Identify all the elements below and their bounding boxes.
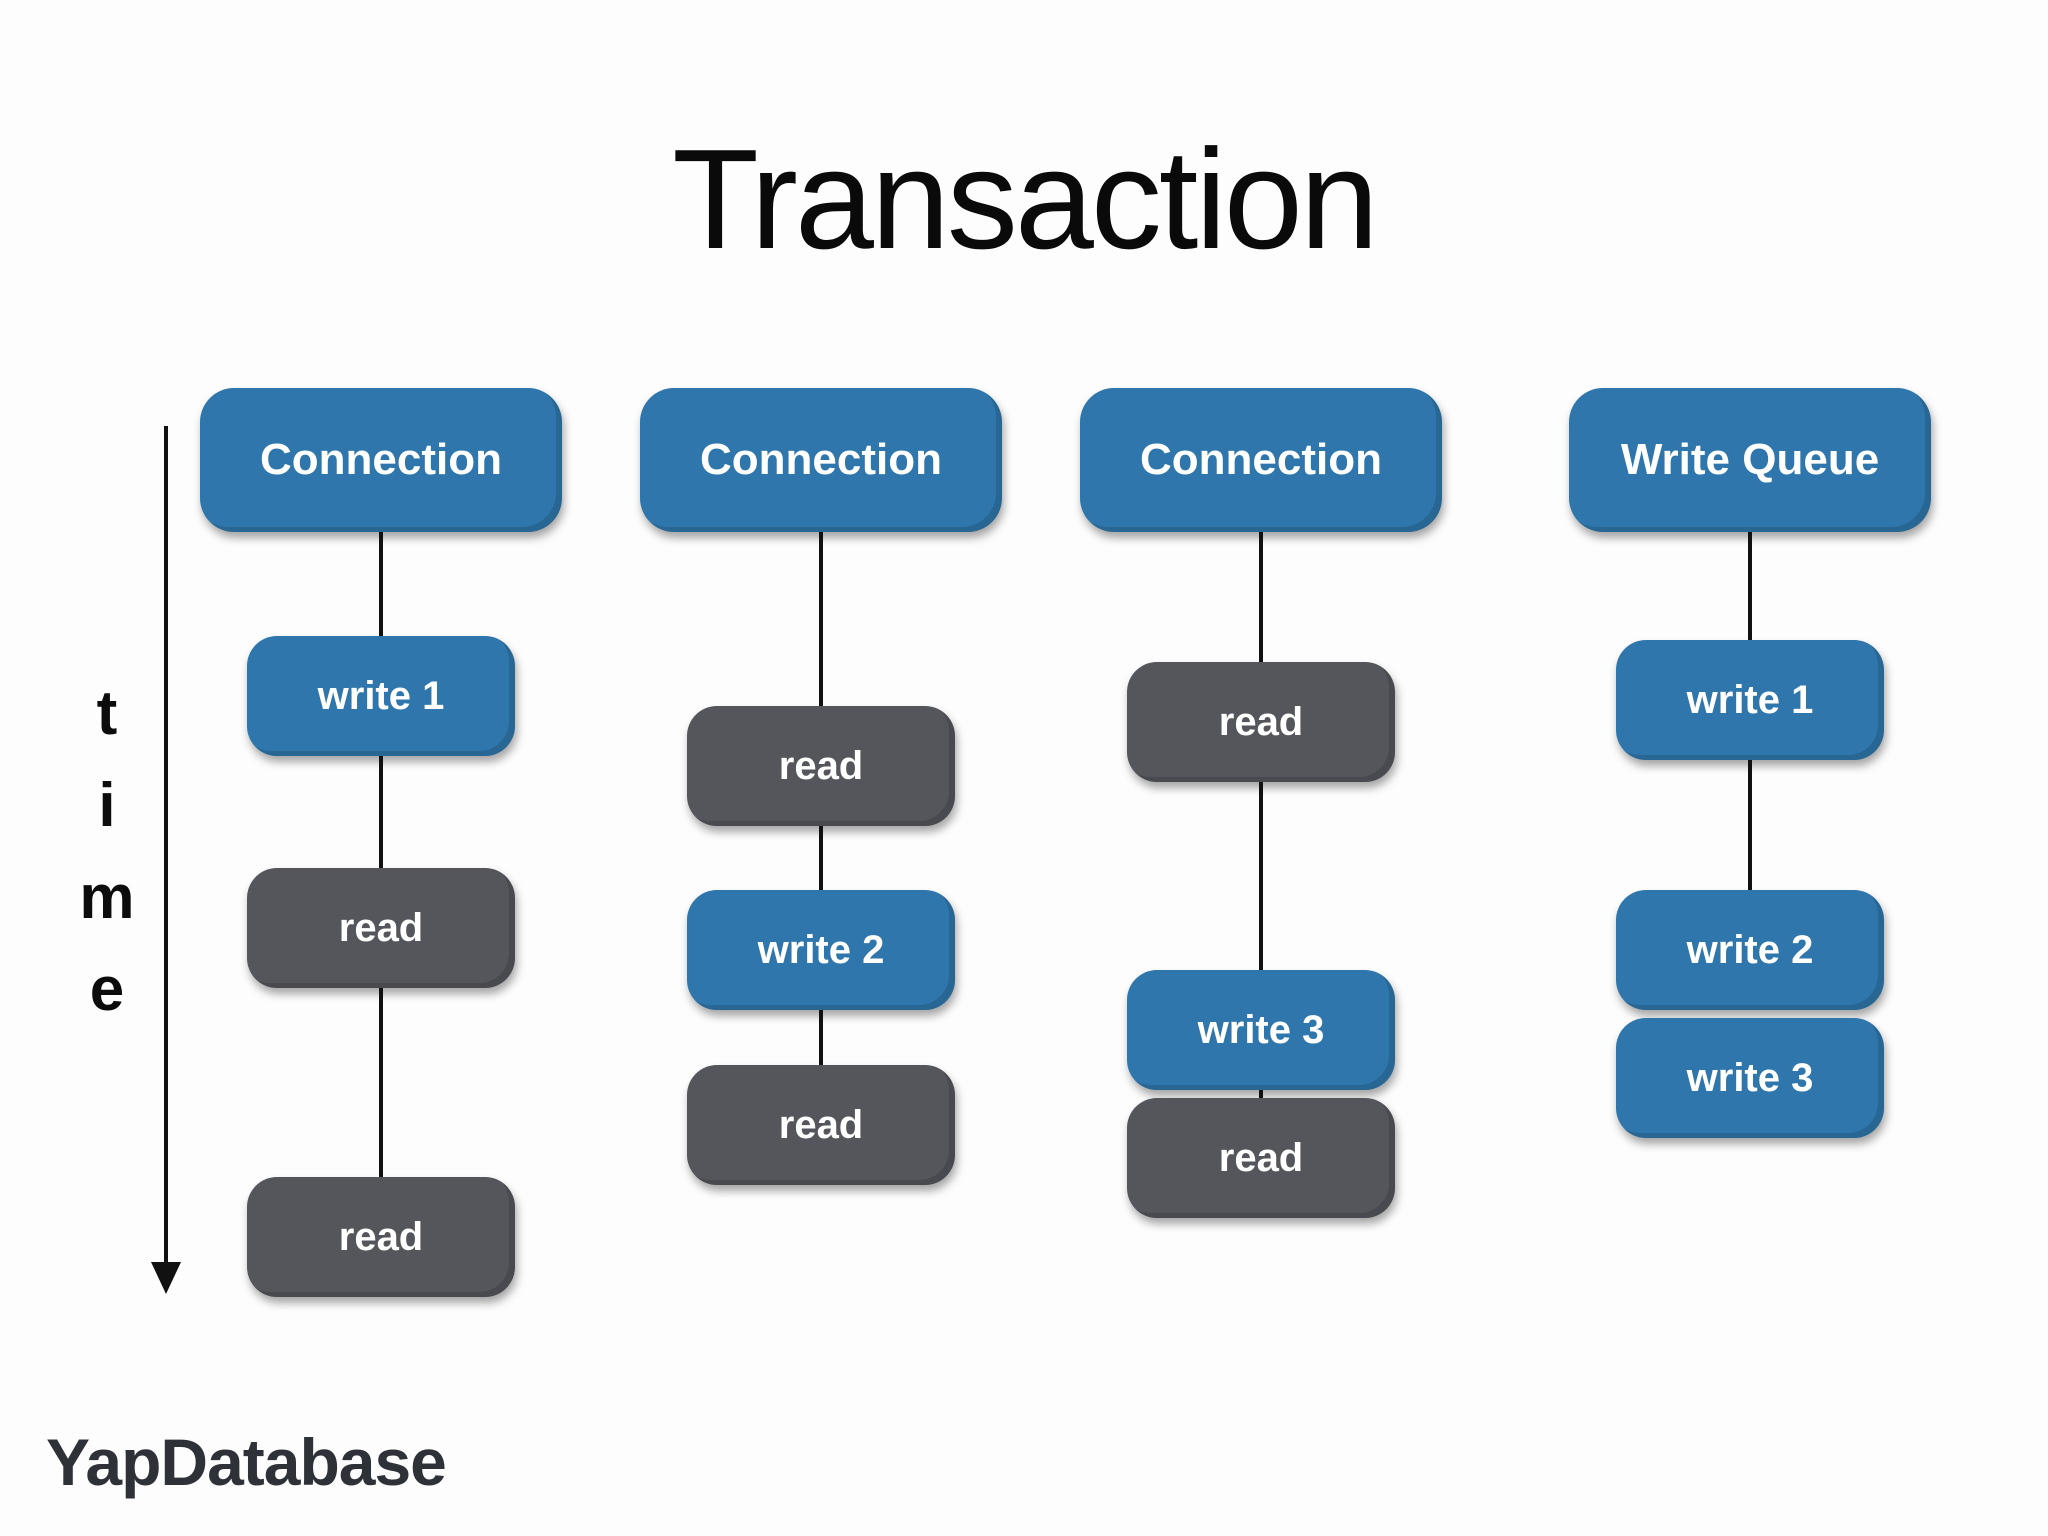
connection-1-read-box: read [247, 868, 515, 988]
connection-3-header: Connection [1080, 388, 1442, 532]
time-letter-t: t [96, 679, 118, 748]
write-queue-header: Write Queue [1569, 388, 1931, 532]
connection-1-read-2-box: read [247, 1177, 515, 1297]
connection-3-read-2-box: read [1127, 1098, 1395, 1218]
write-queue-write-1-box: write 1 [1616, 640, 1884, 760]
time-letter-i: i [98, 771, 116, 840]
connection-2-read-box: read [687, 706, 955, 826]
connector-line [379, 988, 383, 1177]
connection-2-read-2-box: read [687, 1065, 955, 1185]
time-axis-arrowhead-icon [151, 1262, 181, 1294]
connector-line [1748, 532, 1752, 640]
time-axis-line [164, 426, 168, 1264]
connector-line [1748, 760, 1752, 890]
time-letter-m: m [79, 863, 135, 932]
write-queue-write-3-box: write 3 [1616, 1018, 1884, 1138]
time-letter-e: e [89, 955, 125, 1024]
connector-line [1259, 1090, 1263, 1098]
connection-3-read-box: read [1127, 662, 1395, 782]
connection-2-write-2-box: write 2 [687, 890, 955, 1010]
connection-1-header: Connection [200, 388, 562, 532]
connection-3-write-3-box: write 3 [1127, 970, 1395, 1090]
connection-2-header: Connection [640, 388, 1002, 532]
connector-line [819, 532, 823, 706]
connector-line [819, 1010, 823, 1065]
connector-line [379, 756, 383, 868]
connector-line [379, 532, 383, 636]
write-queue-write-2-box: write 2 [1616, 890, 1884, 1010]
yapdatabase-logo-text: YapDatabase [46, 1425, 447, 1499]
connector-line [819, 826, 823, 890]
connector-line [1259, 532, 1263, 662]
connector-line [1259, 782, 1263, 970]
slide-title: Transaction [672, 120, 1379, 279]
connection-1-write-1-box: write 1 [247, 636, 515, 756]
time-axis-label: t i m e [62, 668, 152, 1036]
